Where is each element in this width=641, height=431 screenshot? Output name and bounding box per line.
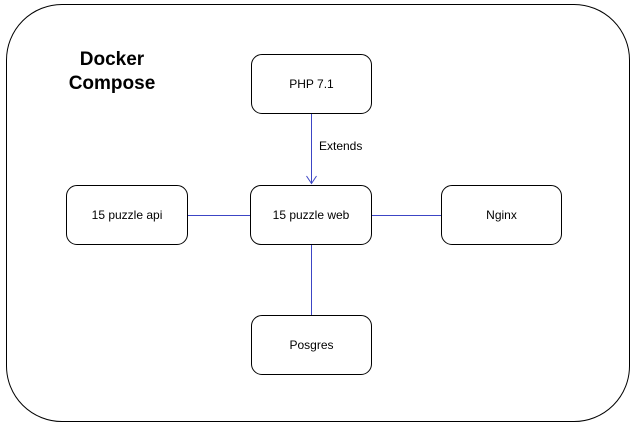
- node-15-puzzle-api-label: 15 puzzle api: [91, 208, 163, 222]
- node-php-71-label: PHP 7.1: [289, 77, 334, 91]
- node-15-puzzle-api: 15 puzzle api: [66, 185, 188, 245]
- node-php-71: PHP 7.1: [251, 54, 372, 114]
- edge-label-extends: Extends: [318, 139, 364, 153]
- node-nginx-label: Nginx: [486, 208, 517, 222]
- node-15-puzzle-web: 15 puzzle web: [250, 185, 372, 245]
- node-15-puzzle-web-label: 15 puzzle web: [272, 208, 350, 222]
- diagram-title: Docker Compose: [68, 49, 156, 94]
- node-nginx: Nginx: [441, 185, 562, 245]
- node-posgres-label: Posgres: [289, 338, 334, 352]
- node-posgres: Posgres: [251, 315, 372, 375]
